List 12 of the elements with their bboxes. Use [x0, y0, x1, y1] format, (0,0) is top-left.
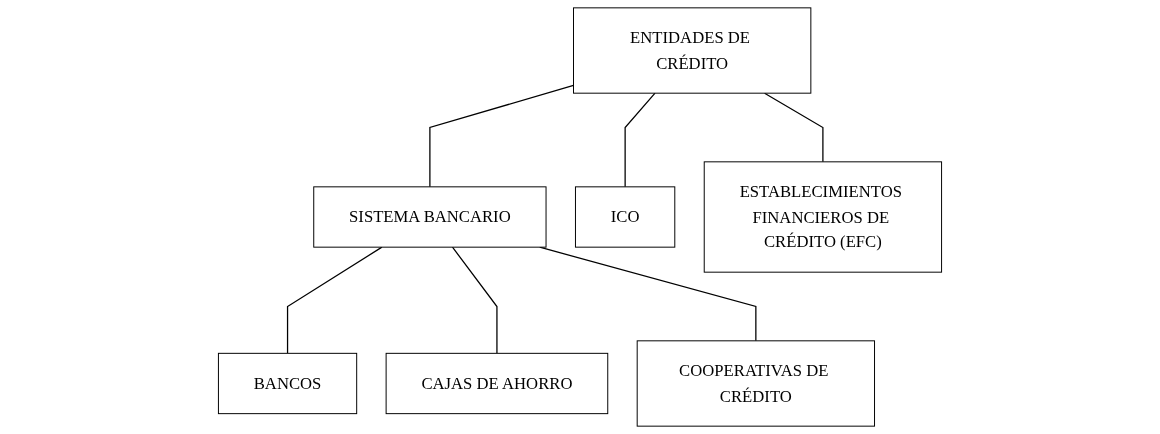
node-box: ENTIDADES DE CRÉDITO [573, 7, 812, 94]
node-box: SISTEMA BANCARIO [313, 186, 547, 248]
node-box: ESTABLECIMIENTOS FINANCIEROS DE CRÉDITO (EFC) [703, 161, 943, 273]
node-box: CAJAS DE AHORRO [385, 352, 609, 415]
node-box: ICO [574, 186, 676, 248]
connector [286, 246, 383, 354]
connector [624, 92, 656, 188]
connector [763, 92, 824, 163]
connector [451, 246, 498, 354]
connector [429, 84, 575, 188]
node-box: COOPERATIVAS DE CRÉDITO [636, 340, 875, 427]
node-box: BANCOS [217, 352, 358, 415]
